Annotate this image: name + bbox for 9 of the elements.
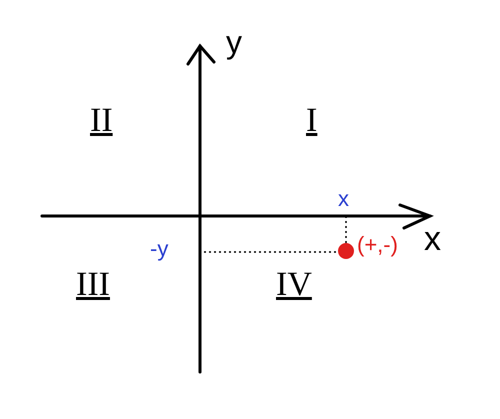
coordinate-label: -y bbox=[150, 238, 168, 260]
quadrant-numeral: II bbox=[90, 104, 113, 138]
quadrant-numeral: III bbox=[76, 268, 110, 302]
quadrant-numeral: IV bbox=[276, 268, 312, 302]
quadrant-numeral: I bbox=[306, 104, 318, 138]
axis-label: x bbox=[424, 222, 441, 256]
coordinate-label: x bbox=[338, 188, 349, 210]
point-label: (+,-) bbox=[357, 234, 398, 256]
axis-label: y bbox=[226, 26, 242, 58]
